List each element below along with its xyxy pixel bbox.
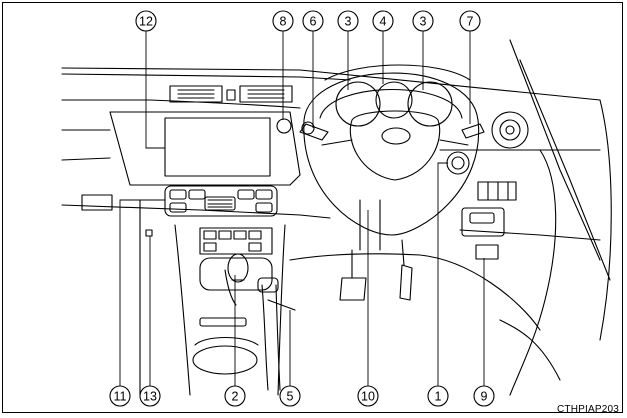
steering-hub	[349, 110, 441, 181]
brake-pedal	[339, 277, 367, 301]
gauge-left	[335, 81, 381, 127]
steering-wheel-inner	[319, 89, 463, 119]
callout-3-right-label: 3	[420, 15, 427, 29]
steering-column	[359, 199, 381, 251]
shift-panel	[199, 257, 273, 291]
hazard-switch	[226, 89, 236, 101]
callout-4: 4	[372, 10, 394, 32]
door-line	[509, 149, 557, 396]
climate-panel	[164, 185, 278, 217]
callout-2: 2	[224, 385, 246, 407]
switch-block	[477, 181, 517, 201]
figure-code: CTHPIAP203	[556, 404, 619, 415]
callout-11: 11	[109, 385, 131, 407]
cluster-hood	[324, 64, 471, 81]
callout-9-label: 9	[481, 390, 488, 404]
wiper-lever-right	[461, 123, 485, 139]
display-screen	[164, 117, 271, 177]
door-line-2	[599, 99, 612, 341]
center-vent-right	[239, 85, 293, 103]
floor-left	[289, 253, 421, 261]
diagram-frame	[2, 2, 623, 413]
callout-8: 8	[272, 10, 294, 32]
callout-3-left: 3	[337, 10, 359, 32]
callout-11-label: 11	[114, 390, 127, 404]
callout-3-right: 3	[412, 10, 434, 32]
floor-right	[419, 254, 541, 331]
shift-boot	[224, 269, 237, 306]
push-start	[446, 151, 470, 175]
wiper-lever-left	[299, 123, 329, 141]
dash-lower-line	[61, 204, 331, 219]
hood-release	[145, 229, 153, 237]
callout-5: 5	[279, 385, 301, 407]
callout-13: 13	[139, 385, 161, 407]
dash-upper-surface	[61, 99, 301, 109]
shift-knob	[227, 253, 249, 283]
brand-emblem	[381, 127, 411, 145]
callout-9: 9	[473, 385, 495, 407]
callout-1: 1	[427, 385, 449, 407]
callout-12: 12	[135, 10, 157, 32]
left-vent	[81, 194, 113, 211]
callout-8-label: 8	[280, 15, 287, 29]
dash-top-line-2	[61, 73, 351, 81]
gauge-center	[375, 81, 413, 119]
center-vent-left	[169, 85, 223, 103]
callout-10: 10	[357, 385, 379, 407]
cup-tray	[199, 317, 247, 327]
callout-6-label: 6	[310, 15, 317, 29]
accelerator-pedal	[399, 264, 413, 301]
cup-holder	[192, 345, 258, 375]
callout-6: 6	[302, 10, 324, 32]
display-bezel	[109, 111, 301, 186]
callout-3-left-label: 3	[345, 15, 352, 29]
callout-13-label: 13	[143, 390, 157, 404]
callout-7-label: 7	[467, 15, 474, 29]
parking-brake-lever	[261, 284, 281, 391]
side-vent	[491, 111, 529, 149]
callout-7: 7	[459, 10, 481, 32]
spoke-right	[439, 139, 469, 146]
mirror-switch	[461, 207, 505, 237]
callout-12-label: 12	[139, 15, 153, 29]
steering-wheel-outer	[303, 72, 480, 236]
callout-1-label: 1	[435, 390, 442, 404]
spoke-left	[321, 139, 353, 146]
dash-right-lower	[459, 229, 601, 241]
gauge-right	[407, 81, 453, 127]
callout-4-label: 4	[380, 15, 387, 29]
fuse-panel	[475, 244, 499, 260]
callout-10-label: 10	[361, 390, 375, 404]
callout-5-label: 5	[287, 390, 294, 404]
a-pillar-2	[519, 59, 611, 281]
a-pillar	[509, 39, 601, 261]
parking-brake-grip	[257, 277, 279, 293]
dash-top-line	[61, 67, 601, 101]
console-left	[174, 224, 191, 396]
clock-button	[276, 118, 292, 134]
callout-2-label: 2	[232, 390, 239, 404]
dash-left-edge-2	[61, 157, 111, 161]
